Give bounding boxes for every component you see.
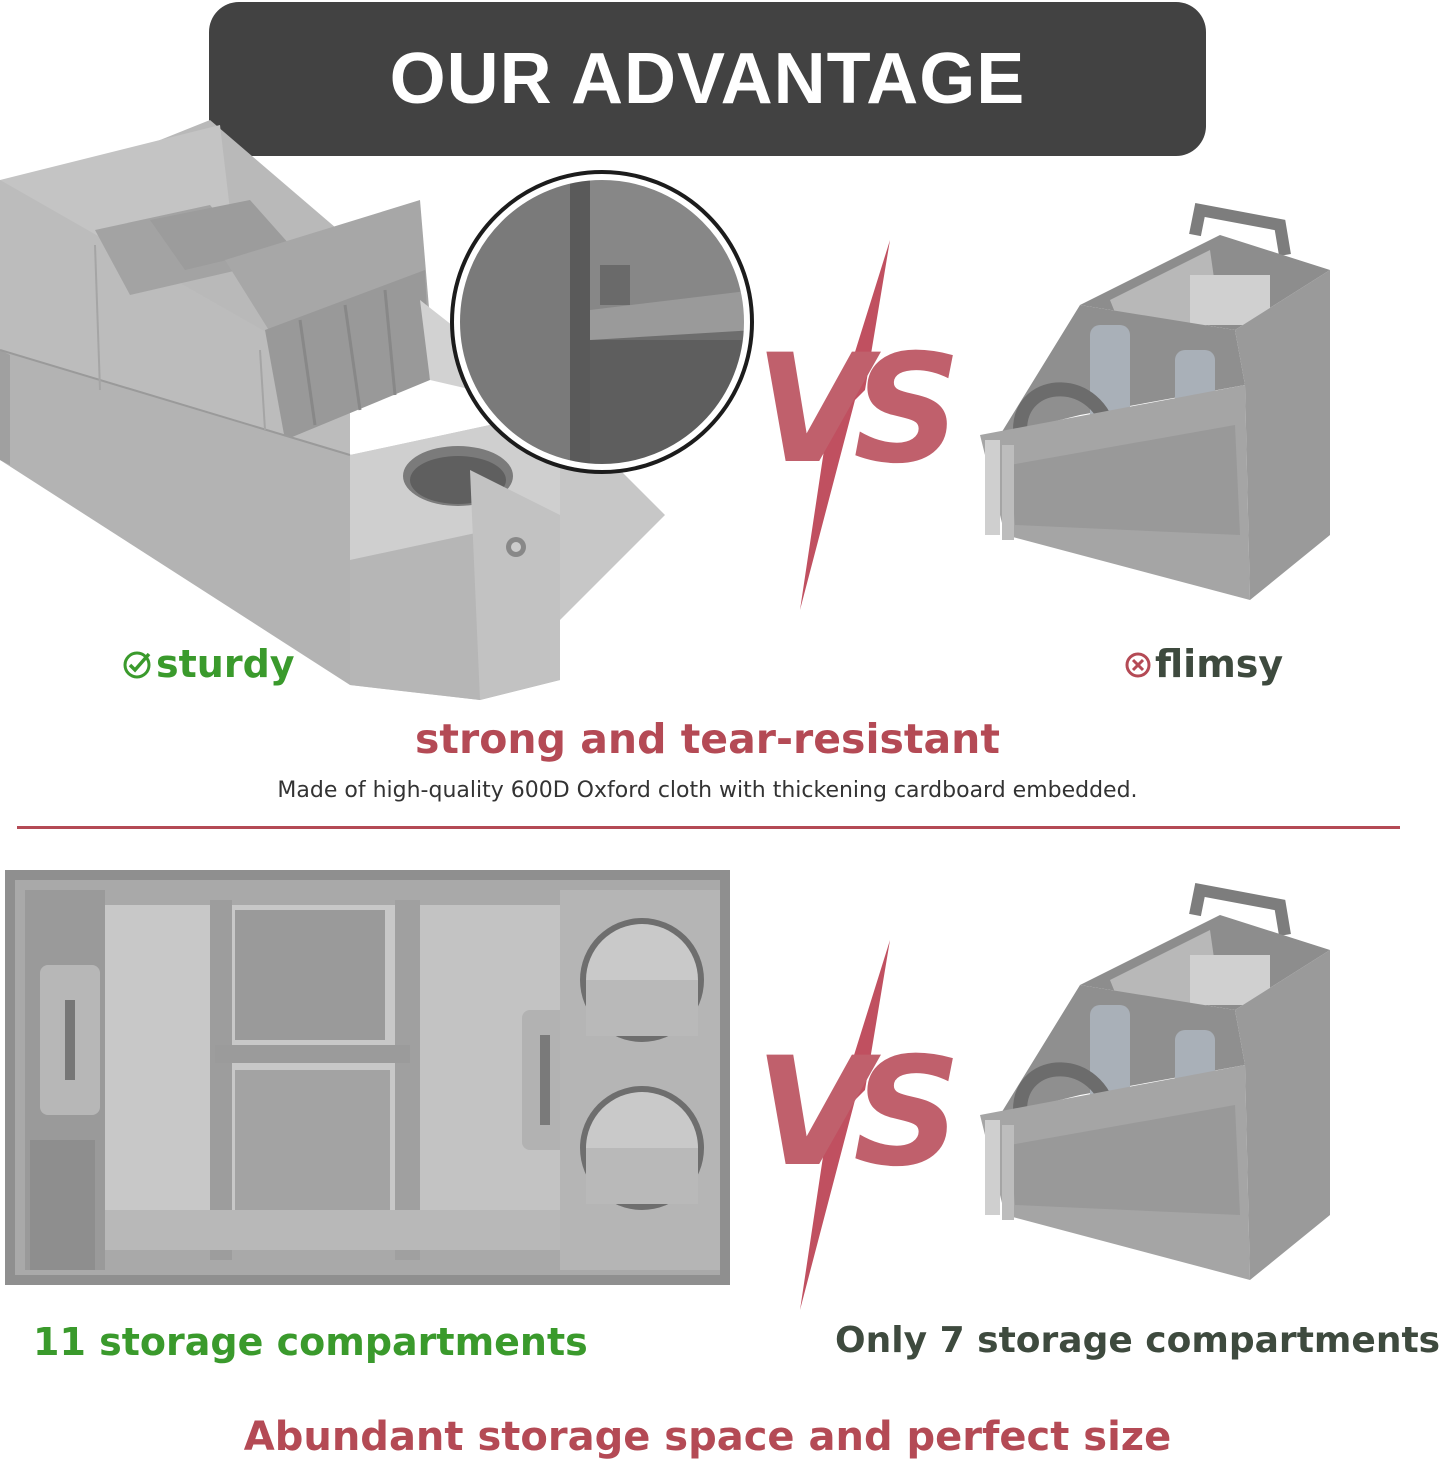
description-top: Made of high-quality 600D Oxford cloth w… xyxy=(277,778,1138,803)
sturdy-organizer-image xyxy=(0,120,665,700)
flimsy-organizer-image-bottom xyxy=(980,883,1330,1280)
good-label-text: sturdy xyxy=(156,642,295,686)
bad-label-text: flimsy xyxy=(1155,642,1284,686)
section-divider xyxy=(17,826,1400,829)
vs-lightning-divider xyxy=(800,240,890,610)
vs-label-bottom: VS xyxy=(755,1026,961,1200)
vs-lightning-divider-bottom xyxy=(800,940,890,1310)
vs-label-top: VS xyxy=(755,323,961,497)
bad-label-top: flimsy xyxy=(1125,642,1283,686)
check-circle-icon xyxy=(123,651,151,678)
banner-title: OUR ADVANTAGE xyxy=(389,39,1026,119)
material-closeup-image xyxy=(450,170,754,474)
headline-bottom: Abundant storage space and perfect size xyxy=(243,1414,1172,1460)
headline-top: strong and tear-resistant xyxy=(415,715,1000,763)
bad-label-bottom: Only 7 storage compartments xyxy=(835,1320,1441,1361)
title-banner: OUR ADVANTAGE xyxy=(209,2,1206,156)
good-label-top: sturdy xyxy=(122,642,295,686)
compartments-organizer-image xyxy=(5,870,730,1285)
flimsy-organizer-image xyxy=(980,203,1330,600)
good-label-bottom: 11 storage compartments xyxy=(33,1320,588,1364)
x-circle-icon xyxy=(1125,652,1151,677)
